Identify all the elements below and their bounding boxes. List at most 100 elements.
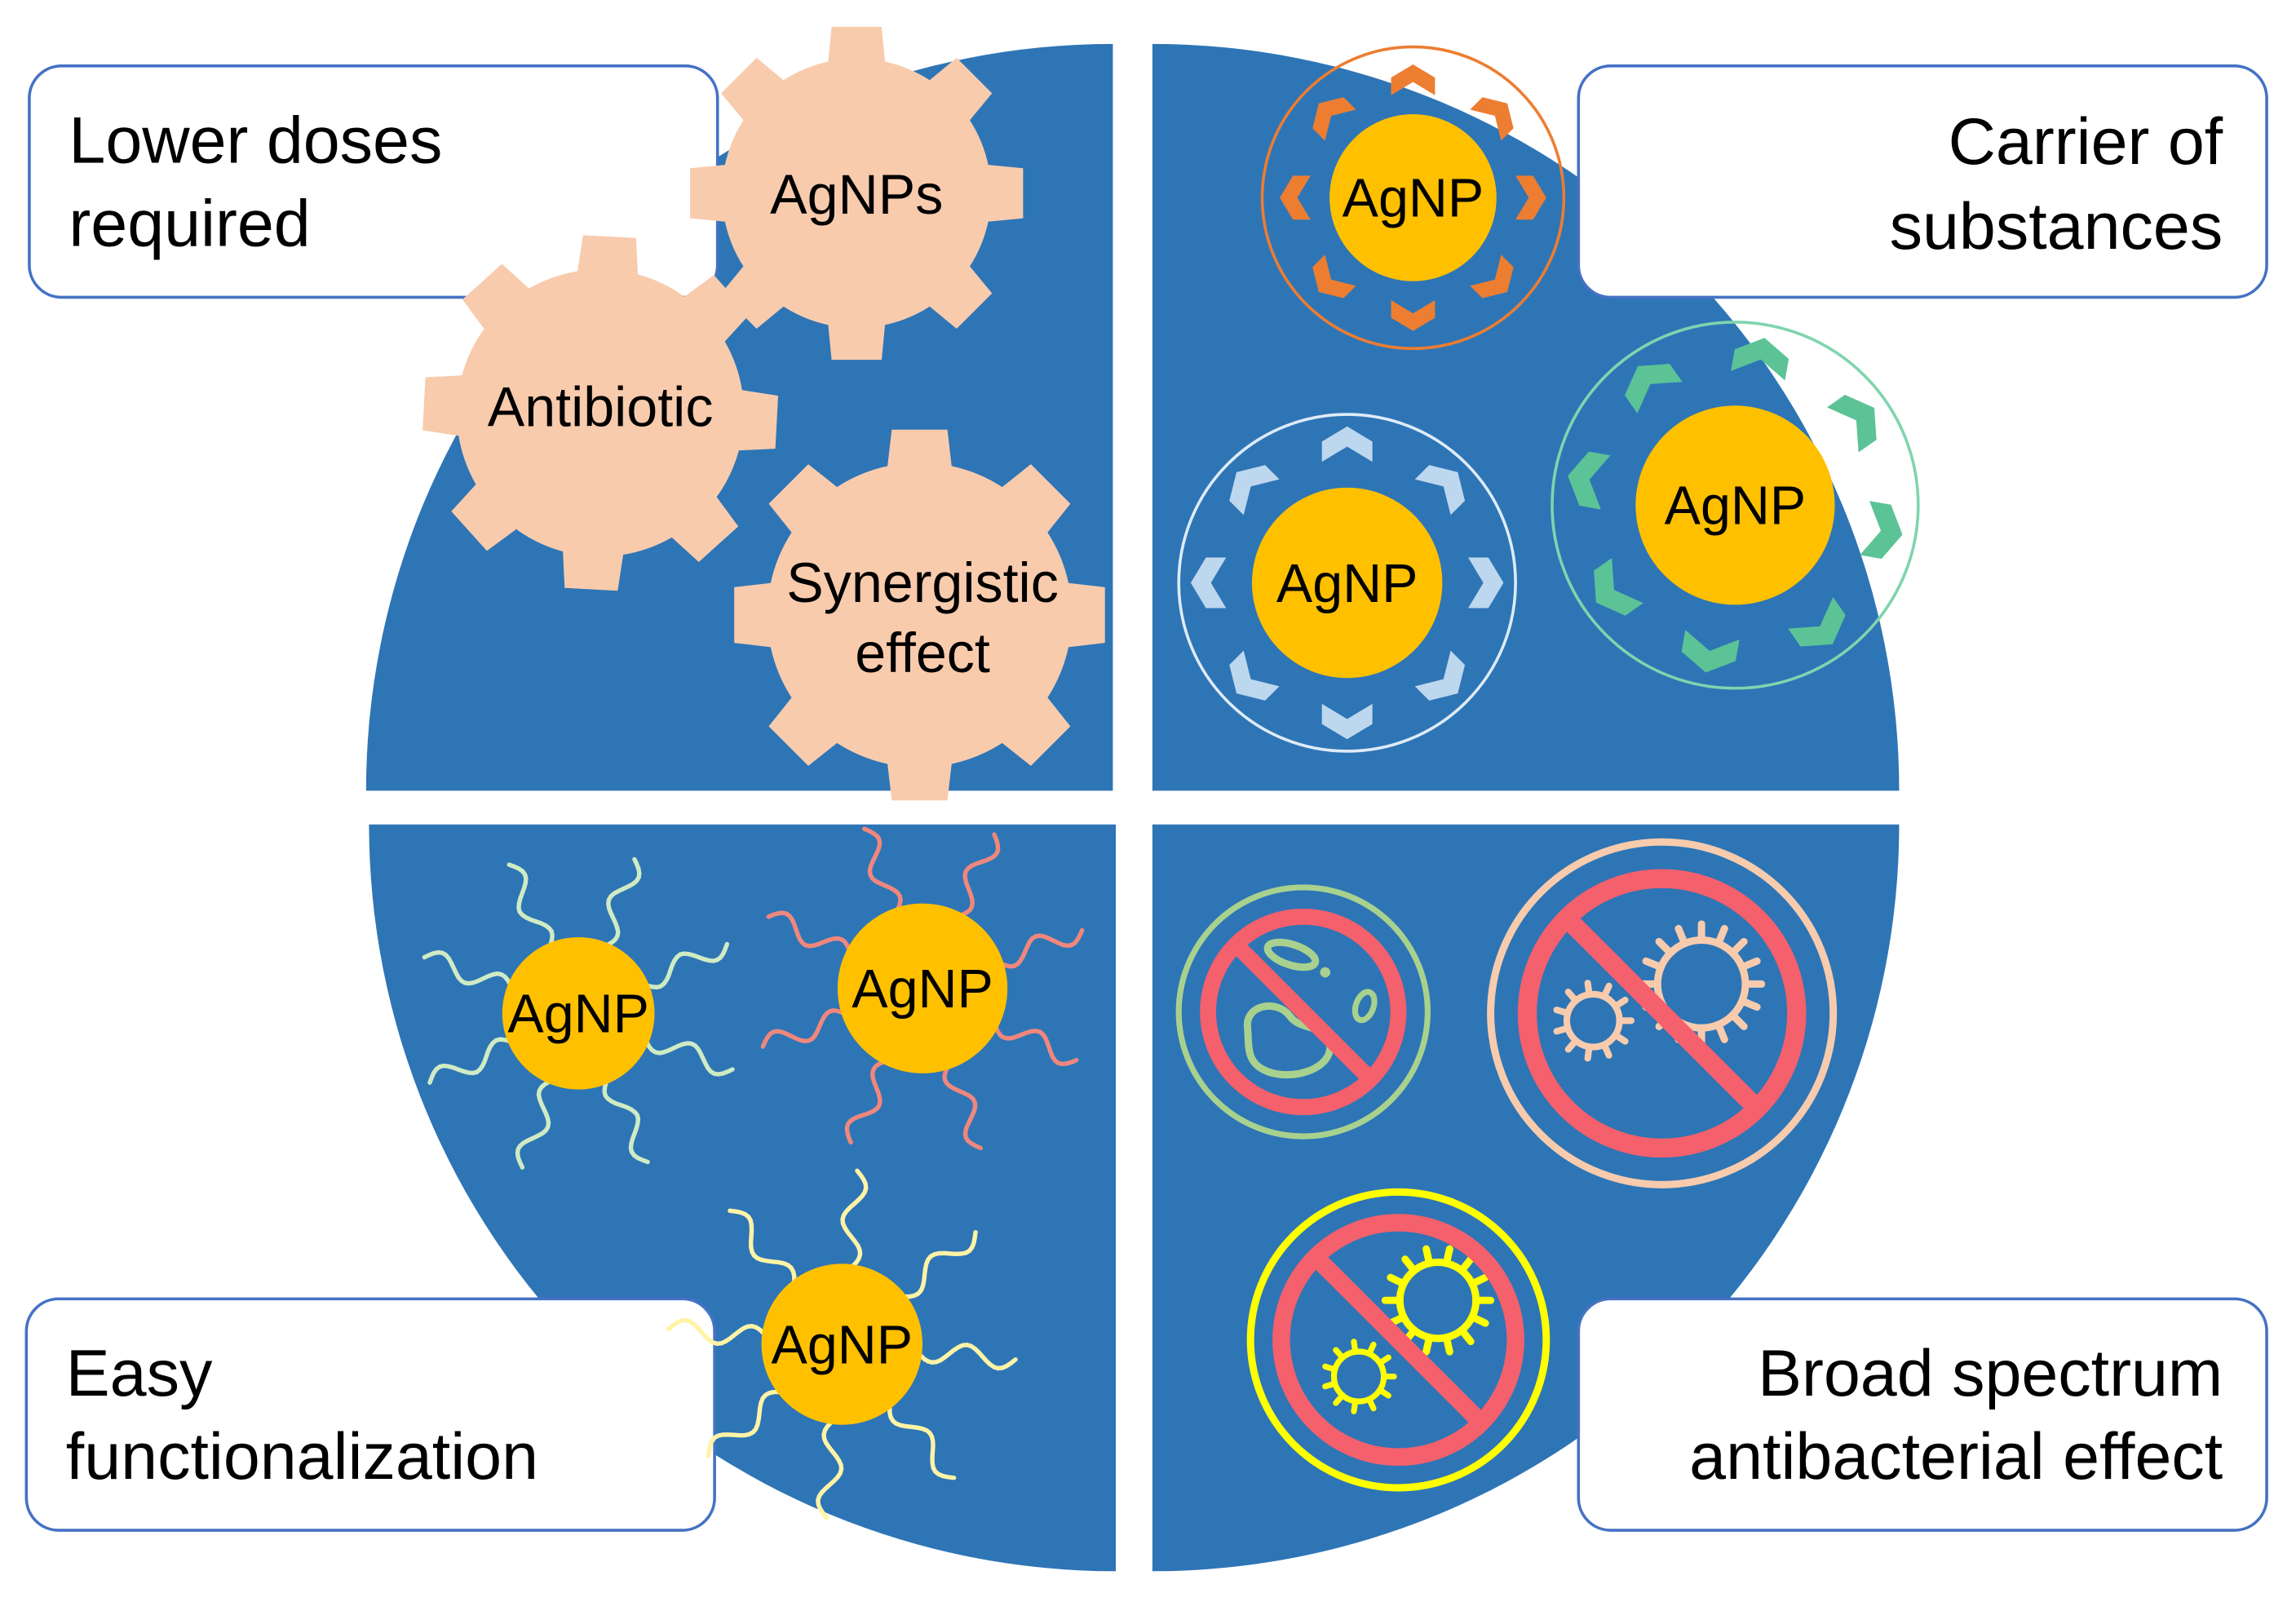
- prohibited-microbes: [1175, 838, 1838, 1492]
- carrier-ring: [1551, 321, 1920, 690]
- chevron-icon: [1414, 650, 1466, 701]
- chevron-icon: [1568, 451, 1611, 510]
- ligand-strand: [422, 949, 515, 992]
- nanoparticle-core: [837, 903, 1008, 1073]
- gear-synergistic-effect: Synergistic effect: [734, 429, 1105, 801]
- prohibition-slash: [1559, 911, 1764, 1116]
- microbe-spike: [1366, 1341, 1377, 1357]
- ligand-strand: [992, 1020, 1079, 1067]
- prohibition-circle: [1272, 1214, 1524, 1467]
- ligand-strand: [942, 1060, 983, 1151]
- ligand-strand: [728, 1208, 797, 1290]
- functionalized-particle-yellow: AgNP: [666, 1168, 1018, 1520]
- chevron-icon: [1280, 175, 1311, 220]
- microbe-spike: [1351, 1398, 1359, 1414]
- prohibition-circle: [1200, 908, 1407, 1116]
- chevron-icon: [1470, 97, 1514, 141]
- label-box-carrier: Carrier of substances: [1577, 64, 2268, 299]
- outer-ring: [1487, 838, 1838, 1188]
- ligand-strand: [816, 1416, 844, 1520]
- gear-label: effect: [855, 622, 990, 684]
- chevron-icon: [1788, 596, 1846, 647]
- microbe-spike: [1422, 1245, 1434, 1268]
- functionalized-particle-green: AgNP: [422, 856, 735, 1170]
- nanoparticle-core: [761, 1263, 923, 1425]
- chevron-icon: [1391, 64, 1436, 95]
- ligand-strand: [427, 1037, 517, 1085]
- label-box-line: functionalization: [66, 1420, 538, 1494]
- carrier-particle-blue: AgNP: [1177, 413, 1517, 753]
- ligand-strand: [887, 1399, 957, 1480]
- carrier-particle-green: AgNP: [1551, 321, 1920, 690]
- microbe-spike: [1674, 924, 1688, 948]
- microbe-spike: [1553, 1024, 1572, 1035]
- ligand-strand: [507, 862, 555, 952]
- label-box-line: antibacterial effect: [1689, 1420, 2223, 1494]
- microbe-spike: [1612, 1031, 1629, 1045]
- microbe-spike: [1322, 1380, 1338, 1390]
- gear-agnps: AgNPs: [690, 26, 1024, 361]
- nanoparticle-label: AgNP: [1343, 169, 1484, 229]
- ligand-strand: [666, 1317, 770, 1347]
- chevron-icon: [1681, 630, 1740, 673]
- carrier-particle-orange: AgNP: [1260, 45, 1566, 351]
- microbe-spike: [1442, 1245, 1453, 1268]
- microbe-spike: [1377, 1354, 1391, 1366]
- microbe-spike: [1422, 1334, 1434, 1356]
- microbe-spike: [1401, 1255, 1418, 1275]
- microbe-spike: [1714, 1020, 1728, 1043]
- microbe-spike: [1564, 989, 1580, 1004]
- prohibited-microbe-green: [1175, 884, 1431, 1140]
- cargo-chevrons: [1280, 64, 1546, 331]
- label-box-line: Easy: [66, 1337, 213, 1410]
- microbe-spike: [1564, 1037, 1580, 1053]
- label-box-frame: [1577, 1297, 2268, 1532]
- label-box-easy-functionalization: Easy functionalization: [24, 1297, 716, 1532]
- outer-ring: [1175, 884, 1431, 1140]
- chevron-icon: [1229, 650, 1280, 701]
- gear-icon: [690, 26, 1024, 361]
- ligand-strand: [914, 1343, 1018, 1371]
- microbe-spike: [1351, 1339, 1359, 1355]
- ligand-strand: [760, 1007, 851, 1049]
- gear-label: Synergistic: [786, 552, 1059, 614]
- synergy-gears: Antibiotic AgNPs Synergistic effect: [422, 26, 1105, 801]
- ligands: [666, 1168, 1018, 1520]
- microbe-spike: [1600, 982, 1613, 1000]
- nanoparticle-label: AgNP: [1665, 476, 1806, 537]
- functionalized-particle-red: AgNP: [760, 826, 1085, 1151]
- chevron-icon: [1468, 557, 1504, 608]
- microbe-spike: [1387, 1273, 1408, 1288]
- microbe-spike: [1584, 1043, 1593, 1062]
- ligand-strand: [639, 941, 730, 990]
- microbe-spike: [1728, 937, 1748, 957]
- microbe-spike: [1738, 997, 1761, 1011]
- ligand-strand: [840, 1168, 869, 1272]
- chevron-icon: [1312, 97, 1356, 141]
- chevron-icon: [1625, 364, 1683, 414]
- prohibition-circle: [1517, 869, 1807, 1158]
- chevron-icon: [1229, 465, 1280, 516]
- cargo-chevrons: [1568, 338, 1903, 673]
- cargo-chevrons: [1190, 426, 1504, 740]
- chevron-icon: [1321, 703, 1373, 740]
- microbe-spike: [1728, 1011, 1748, 1030]
- microbe-spike: [1714, 924, 1728, 948]
- ligand-strand: [862, 826, 903, 917]
- microbe-spike: [1377, 1387, 1391, 1399]
- bacterium-cell-small: [1263, 938, 1320, 971]
- carrier-ring: [1177, 413, 1517, 753]
- microbe-spike: [1655, 937, 1674, 957]
- chevron-icon: [1414, 465, 1466, 516]
- nanoparticle-label: AgNP: [852, 959, 993, 1020]
- microbe-spike: [1468, 1312, 1489, 1327]
- ligand-strand: [602, 1074, 650, 1165]
- chevron-icon: [1190, 557, 1227, 608]
- prohibited-microbe-yellow: [1246, 1188, 1551, 1492]
- label-box-frame: [1577, 64, 2268, 299]
- quadrant-bottom-right: [1152, 824, 1900, 1572]
- ligand-strand: [642, 1035, 735, 1077]
- ligands: [422, 856, 735, 1170]
- outer-ring: [1246, 1188, 1551, 1492]
